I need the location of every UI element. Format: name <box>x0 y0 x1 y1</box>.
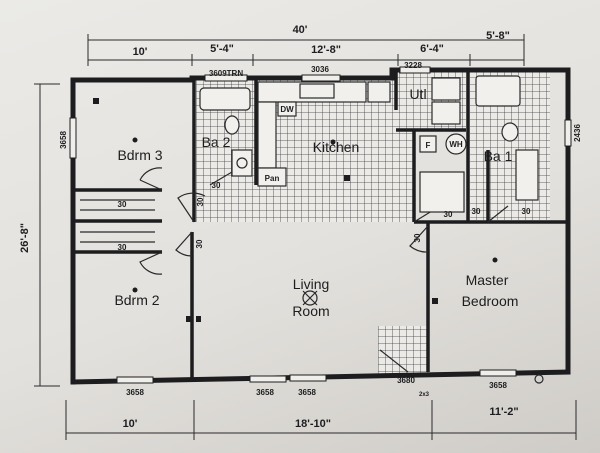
utility-closet-box <box>419 171 465 213</box>
label-small-note: 2x3 <box>419 392 430 398</box>
window-label-left-bdrm3: 3658 <box>59 131 68 149</box>
room-label-living-1: Living <box>293 276 330 292</box>
window-label-bottom-master: 3658 <box>489 381 507 390</box>
window-top-ba2 <box>204 74 248 82</box>
ceiling-light-bdrm2 <box>132 287 138 293</box>
outlet-marker-a <box>93 98 99 104</box>
entry-post-symbol <box>534 374 544 384</box>
window-label-bottom-living-a: 3658 <box>256 388 274 397</box>
dishwasher <box>277 101 297 117</box>
water-heater <box>445 133 467 155</box>
kitchen-sink <box>299 83 335 99</box>
toilet-ba1 <box>501 122 519 142</box>
window-top-util <box>399 66 431 74</box>
sink-ba2 <box>236 157 248 169</box>
door-label-bdrm2: 30 <box>195 239 204 248</box>
door-swing-entry <box>379 349 409 373</box>
door-label-closet-a: 30 <box>118 200 127 209</box>
room-label-ba1: Ba 1 <box>484 148 513 164</box>
ceiling-light-bdrm3 <box>132 137 138 143</box>
bathtub-ba2 <box>199 87 251 111</box>
outlet-marker-e <box>344 175 350 181</box>
dim-top-5: 5'-8" <box>486 30 510 42</box>
dim-bottom-1: 10' <box>123 418 138 430</box>
door-label-util: 30 <box>444 210 453 219</box>
ceiling-fan-living <box>302 290 318 306</box>
dim-top-3: 12'-8" <box>311 44 341 56</box>
door-swing-bdrm2-right <box>175 231 193 257</box>
dim-overall-depth: 26'-8" <box>19 223 31 253</box>
washer <box>431 77 461 101</box>
ceiling-fan-blades <box>302 290 318 306</box>
door-swing-bdrm3 <box>139 167 163 191</box>
door-swing-hall <box>177 192 206 223</box>
range <box>367 81 391 103</box>
window-bottom-living-b <box>289 374 327 382</box>
window-label-right-ba1: 2436 <box>573 124 582 142</box>
room-label-master-1: Master <box>466 272 509 288</box>
hall-tile-floor <box>196 182 414 222</box>
door-swing-bdrm2 <box>139 251 163 275</box>
vanity-ba1 <box>515 149 539 201</box>
dim-top-1: 10' <box>133 46 148 58</box>
dim-top-2: 5'-4" <box>210 43 234 55</box>
ceiling-light-kitchen <box>330 139 336 145</box>
room-label-kitchen: Kitchen <box>313 139 360 155</box>
label-water-heater: WH <box>449 140 463 149</box>
dim-bottom-3: 11'-2" <box>489 406 518 418</box>
window-bottom-master <box>479 369 517 377</box>
window-left-bdrm3 <box>69 117 77 159</box>
ceiling-light-master <box>492 257 498 263</box>
window-label-bottom-living-b: 3658 <box>298 388 316 397</box>
door-swing-ba1 <box>487 205 509 223</box>
door-label-master: 30 <box>413 233 422 242</box>
door-label-ba1-b: 30 <box>522 207 531 216</box>
dim-overall-width: 40' <box>293 24 308 36</box>
room-label-bdrm3: Bdrm 3 <box>117 147 162 163</box>
kitchen-counter-left <box>257 101 277 169</box>
door-label-ba1-a: 30 <box>472 207 481 216</box>
window-label-top-kitchen: 3036 <box>311 65 329 74</box>
door-label-closet-b: 30 <box>118 243 127 252</box>
outlet-marker-b <box>186 316 191 322</box>
room-label-living-2: Room <box>292 303 329 319</box>
dryer <box>431 101 461 125</box>
room-label-ba2: Ba 2 <box>202 134 231 150</box>
room-label-pantry: Pan <box>265 174 280 183</box>
window-right-ba1 <box>564 119 572 147</box>
window-label-top-ba2: 3609TRN <box>209 69 243 78</box>
window-label-bottom-bdrm2: 3658 <box>126 388 144 397</box>
door-label-hall: 30 <box>196 197 205 206</box>
exterior-wall-right <box>549 67 571 375</box>
window-label-bottom-entry: 3680 <box>397 376 415 385</box>
window-bottom-living-a <box>249 375 287 383</box>
window-bottom-bdrm2 <box>116 376 154 384</box>
outlet-marker-d <box>432 298 438 304</box>
room-label-util: Utl <box>409 86 426 102</box>
label-dw: DW <box>280 105 294 114</box>
window-label-top-util: 3228 <box>404 61 422 70</box>
label-furnace: F <box>426 141 431 150</box>
room-label-master-2: Bedroom <box>462 293 519 309</box>
exterior-wall-top-left <box>70 75 395 83</box>
outlet-marker-c <box>196 316 201 322</box>
door-label-ba2: 30 <box>212 181 221 190</box>
room-label-bdrm2: Bdrm 2 <box>114 292 159 308</box>
pantry-box <box>257 167 287 187</box>
door-swing-master <box>409 225 429 253</box>
dim-top-4: 6'-4" <box>420 43 444 55</box>
toilet-ba2 <box>224 115 240 135</box>
shower-ba1 <box>475 75 521 107</box>
furnace-box <box>419 135 437 153</box>
door-swing-ba2 <box>209 171 233 186</box>
window-top-kitchen <box>301 74 341 82</box>
dim-bottom-2: 18'-10" <box>295 418 331 430</box>
